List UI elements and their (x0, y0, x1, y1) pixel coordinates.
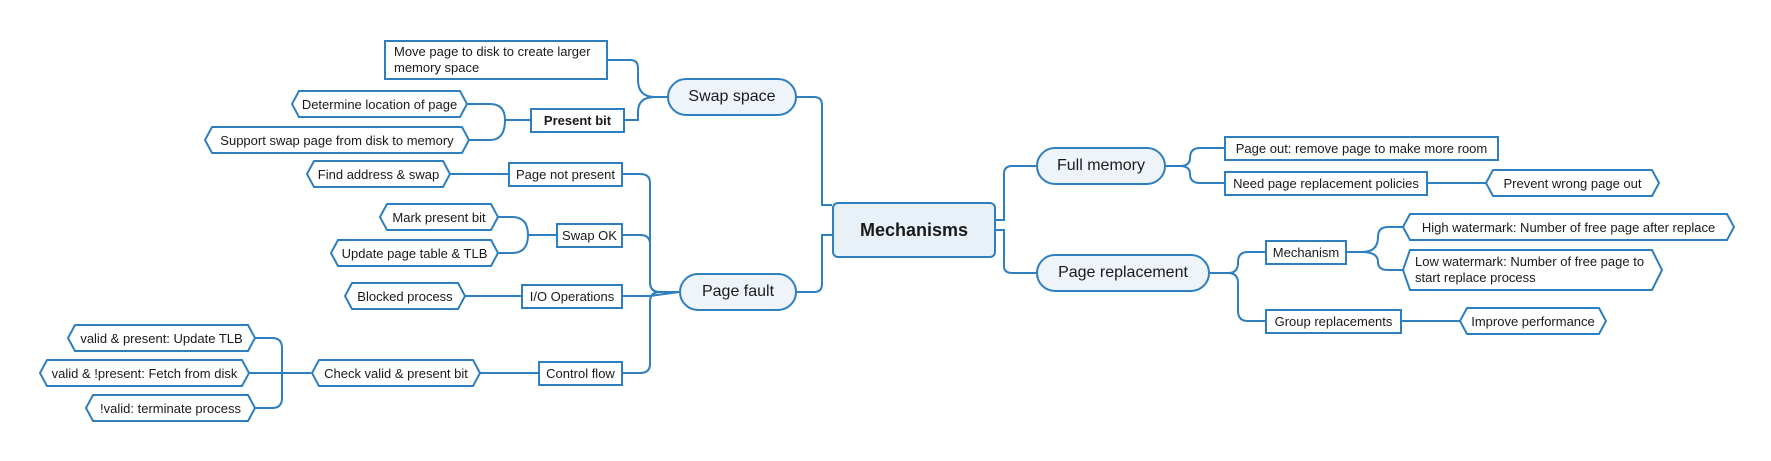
node-high-watermark[interactable]: High watermark: Number of free page afte… (1403, 214, 1734, 240)
node-label: Group replacements (1274, 314, 1393, 329)
hex-valid-not-present (38, 359, 251, 387)
branch-full-memory[interactable]: Full memory (1036, 147, 1166, 185)
node-label: Control flow (546, 366, 615, 381)
node-valid-present[interactable]: valid & present: Update TLB (68, 325, 255, 351)
root-label: Mechanisms (859, 219, 969, 240)
node-label: !valid: terminate process (100, 400, 241, 416)
node-control-flow[interactable]: Control flow (538, 361, 623, 386)
node-prevent-wrong[interactable]: Prevent wrong page out (1486, 170, 1659, 196)
node-label: Determine location of page (301, 96, 458, 112)
node-check-valid[interactable]: Check valid & present bit (312, 360, 480, 386)
hexagon-frames (38, 90, 1736, 422)
connectors (249, 59, 1486, 409)
node-group-replacements[interactable]: Group replacements (1265, 309, 1402, 334)
hex-support-swap (203, 126, 471, 154)
branch-label: Swap space (688, 88, 776, 105)
node-label: valid & present: Update TLB (80, 330, 243, 346)
node-find-address[interactable]: Find address & swap (307, 161, 450, 187)
hex-valid-present (66, 324, 257, 352)
node-determine-location[interactable]: Determine location of page (292, 91, 467, 117)
node-io-operations[interactable]: I/O Operations (521, 284, 623, 309)
node-label: Blocked process (357, 288, 453, 304)
node-mark-present[interactable]: Mark present bit (380, 204, 498, 230)
node-label: Swap OK (562, 228, 617, 243)
hex-mark-present (378, 203, 500, 231)
node-label: Present bit (543, 113, 612, 128)
node-valid-not-present[interactable]: valid & !present: Fetch from disk (40, 360, 249, 386)
node-label: Mark present bit (392, 209, 486, 225)
hex-blocked-process (343, 282, 467, 310)
node-label: I/O Operations (529, 289, 615, 304)
node-support-swap[interactable]: Support swap page from disk to memory (205, 127, 469, 153)
node-need-policies[interactable]: Need page replacement policies (1224, 171, 1428, 196)
node-label: Page out: remove page to make more room (1235, 141, 1488, 156)
node-low-watermark[interactable]: Low watermark: Number of free page to st… (1403, 250, 1662, 290)
node-mechanism[interactable]: Mechanism (1265, 240, 1347, 265)
hex-prevent-wrong (1484, 169, 1661, 197)
branch-label: Full memory (1056, 157, 1145, 174)
node-not-valid[interactable]: !valid: terminate process (86, 395, 255, 421)
node-label: Update page table & TLB (341, 245, 488, 261)
branch-page-replacement[interactable]: Page replacement (1036, 254, 1210, 292)
hex-improve-performance (1458, 307, 1608, 335)
hex-not-valid (84, 394, 257, 422)
node-update-table[interactable]: Update page table & TLB (331, 240, 498, 266)
hex-find-address (305, 160, 452, 188)
node-label: Need page replacement policies (1233, 176, 1419, 191)
node-label: Check valid & present bit (324, 365, 468, 381)
branch-label: Page replacement (1058, 264, 1188, 281)
branch-swap-space[interactable]: Swap space (667, 78, 797, 116)
hex-low-watermark (1401, 249, 1664, 291)
hex-determine-location (290, 90, 469, 118)
node-label: valid & !present: Fetch from disk (51, 365, 238, 381)
hex-high-watermark (1401, 213, 1736, 241)
hex-check-valid (310, 359, 482, 387)
node-swap-ok[interactable]: Swap OK (556, 223, 623, 248)
node-label: High watermark: Number of free page afte… (1421, 219, 1716, 235)
branch-page-fault[interactable]: Page fault (679, 273, 797, 311)
branch-label: Page fault (701, 283, 775, 300)
root-node-mechanisms[interactable]: Mechanisms (832, 202, 996, 258)
node-label: Page not present (515, 167, 616, 182)
node-label: Move page to disk to create larger memor… (394, 44, 591, 75)
node-label: Prevent wrong page out (1503, 175, 1642, 191)
node-present-bit[interactable]: Present bit (530, 108, 625, 133)
node-label: Improve performance (1471, 313, 1595, 329)
node-blocked-process[interactable]: Blocked process (345, 283, 465, 309)
node-move-page[interactable]: Move page to disk to create larger memor… (384, 40, 608, 80)
node-label: Find address & swap (317, 166, 440, 182)
node-label: Support swap page from disk to memory (220, 132, 454, 148)
node-label: Mechanism (1272, 245, 1340, 260)
hex-update-table (329, 239, 500, 267)
node-page-not-present[interactable]: Page not present (508, 162, 623, 187)
node-page-out[interactable]: Page out: remove page to make more room (1224, 136, 1499, 161)
node-label: Low watermark: Number of free page to st… (1415, 254, 1645, 285)
node-improve-performance[interactable]: Improve performance (1460, 308, 1606, 334)
